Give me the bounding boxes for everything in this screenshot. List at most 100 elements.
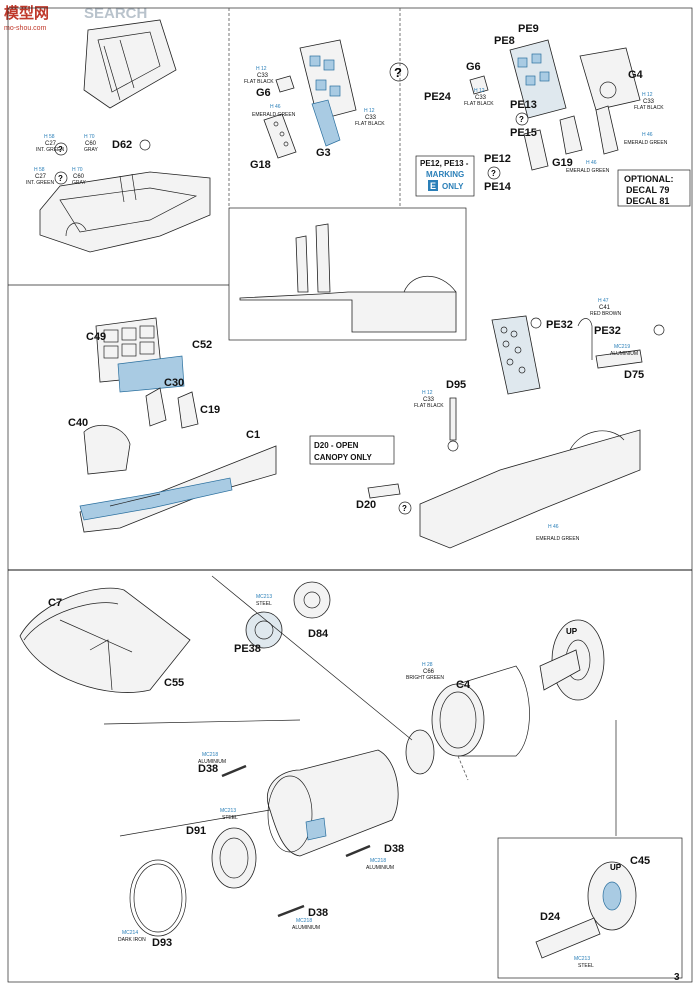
paint-callout: MC213 STEEL <box>256 594 272 607</box>
svg-text:INT. GREEN: INT. GREEN <box>26 180 54 186</box>
paint-callout: H 58 C27 INT. GREEN <box>26 167 54 186</box>
svg-text:OPTIONAL:: OPTIONAL: <box>624 174 674 184</box>
part-pe9-label: PE9 <box>518 23 539 35</box>
svg-text:DECAL 81: DECAL 81 <box>626 196 669 206</box>
part-d38-label: D38 <box>198 763 218 775</box>
part-c49-label: C49 <box>86 331 106 343</box>
svg-text:C41: C41 <box>599 305 611 311</box>
part-c1-label: C1 <box>246 429 260 441</box>
svg-text:C33: C33 <box>643 99 655 105</box>
part-d93-label: D93 <box>152 937 172 949</box>
paint-callout: MC213 STEEL <box>220 808 238 821</box>
svg-text:C27: C27 <box>35 174 47 180</box>
question-icon <box>389 62 409 82</box>
paint-callout: H 70 C60 GRAY <box>72 167 86 186</box>
watermark-url: mo-shou.com <box>4 25 47 32</box>
svg-text:ALUMINIUM: ALUMINIUM <box>198 759 226 765</box>
svg-text:H 70: H 70 <box>72 167 83 173</box>
paint-callout: H 46 EMERALD GREEN <box>252 104 296 118</box>
svg-text:C33: C33 <box>475 95 487 101</box>
svg-text:CANOPY ONLY: CANOPY ONLY <box>314 453 372 462</box>
part-c55-label: C55 <box>164 677 184 689</box>
part-c19-label: C19 <box>200 404 220 416</box>
page-number: 3 <box>674 972 680 983</box>
part-d24-label: D24 <box>540 911 561 923</box>
svg-text:DECAL 79: DECAL 79 <box>626 185 669 195</box>
part-pe38-label: PE38 <box>234 643 261 655</box>
question-icon <box>487 166 501 180</box>
paint-callout: H 47 C41 RED BROWN <box>590 298 622 317</box>
part-pe32-label: PE32 <box>594 325 621 337</box>
svg-text:MC213: MC213 <box>220 808 236 814</box>
paint-callout: H 58 C27 INT. GREEN <box>36 134 64 153</box>
paint-callout: MC214 DARK IRON <box>118 930 146 943</box>
canopy-note: D20 - OPEN CANOPY ONLY <box>309 435 395 465</box>
part-pe8-label: PE8 <box>494 35 515 47</box>
part-pe15-label: PE15 <box>510 127 537 139</box>
up-mark: UP <box>610 863 622 872</box>
part-c4-label: C4 <box>456 679 471 691</box>
svg-text:FLAT BLACK: FLAT BLACK <box>464 101 494 107</box>
paint-callout: H 12 C33 FLAT BLACK <box>464 88 494 107</box>
svg-text:H 58: H 58 <box>34 167 45 173</box>
arrow-icon <box>653 324 665 336</box>
svg-text:H 46: H 46 <box>548 524 559 530</box>
question-mark: ? <box>519 115 524 124</box>
paint-callout: H 12 C33 FLAT BLACK <box>634 92 664 111</box>
svg-text:FLAT BLACK: FLAT BLACK <box>414 403 444 409</box>
cockpit-floor-assembly <box>79 317 277 533</box>
watermark-site: SEARCH <box>84 5 147 22</box>
part-g6-label: G6 <box>256 87 271 99</box>
svg-text:C27: C27 <box>45 141 57 147</box>
svg-text:C60: C60 <box>73 174 85 180</box>
part-d20-label: D20 <box>356 499 376 511</box>
svg-text:C60: C60 <box>85 141 97 147</box>
svg-text:H 12: H 12 <box>256 66 267 72</box>
question-mark: ? <box>394 65 402 80</box>
question-mark: ? <box>402 504 407 513</box>
svg-text:EMERALD GREEN: EMERALD GREEN <box>252 112 296 118</box>
svg-text:C33: C33 <box>257 73 269 79</box>
part-pe13-label: PE13 <box>510 99 537 111</box>
svg-text:D20 - OPEN: D20 - OPEN <box>314 441 359 450</box>
paint-callout: H 46 EMERALD GREEN <box>566 160 610 174</box>
svg-text:MC214: MC214 <box>122 930 138 936</box>
optional-decal-note: OPTIONAL: DECAL 79 DECAL 81 <box>617 169 691 207</box>
paint-callout: H 28 C66 BRIGHT GREEN <box>406 662 444 681</box>
svg-text:RED BROWN: RED BROWN <box>590 311 622 317</box>
svg-text:ALUMINIUM: ALUMINIUM <box>366 865 394 871</box>
paint-callout: H 46 EMERALD GREEN <box>624 132 668 146</box>
instrument-panel-assembly <box>263 39 357 159</box>
part-d38-label: D38 <box>384 843 404 855</box>
svg-text:ALUMINIUM: ALUMINIUM <box>610 351 638 357</box>
svg-text:H 58: H 58 <box>44 134 55 140</box>
svg-text:E: E <box>430 181 436 191</box>
svg-text:H 70: H 70 <box>84 134 95 140</box>
part-d38-label: D38 <box>308 907 328 919</box>
svg-text:MC218: MC218 <box>202 752 218 758</box>
svg-text:FLAT BLACK: FLAT BLACK <box>244 79 274 85</box>
svg-text:H 46: H 46 <box>270 104 281 110</box>
svg-text:MC213: MC213 <box>574 956 590 962</box>
question-mark: ? <box>58 145 63 154</box>
part-pe32-label: PE32 <box>546 319 573 331</box>
svg-text:MC213: MC213 <box>256 594 272 600</box>
svg-text:MC218: MC218 <box>370 858 386 864</box>
part-g3-label: G3 <box>316 147 331 159</box>
question-mark: ? <box>58 174 63 183</box>
part-d84-label: D84 <box>308 628 329 640</box>
svg-text:ALUMINIUM: ALUMINIUM <box>292 925 320 931</box>
paint-callout: MC218 ALUMINIUM <box>366 858 394 871</box>
part-pe24-label: PE24 <box>424 91 452 103</box>
svg-text:H 12: H 12 <box>422 390 433 396</box>
svg-text:MC218: MC218 <box>296 918 312 924</box>
part-g4-label: G4 <box>628 69 644 81</box>
part-c52-label: C52 <box>192 339 212 351</box>
watermark-logo: 模型网 <box>4 4 49 22</box>
svg-text:EMERALD GREEN: EMERALD GREEN <box>624 140 668 146</box>
engine-exhaust-assembly <box>19 575 683 979</box>
paint-callout: H 12 C33 FLAT BLACK <box>355 108 385 127</box>
svg-text:C66: C66 <box>423 669 435 675</box>
part-d95-label: D95 <box>446 379 466 391</box>
